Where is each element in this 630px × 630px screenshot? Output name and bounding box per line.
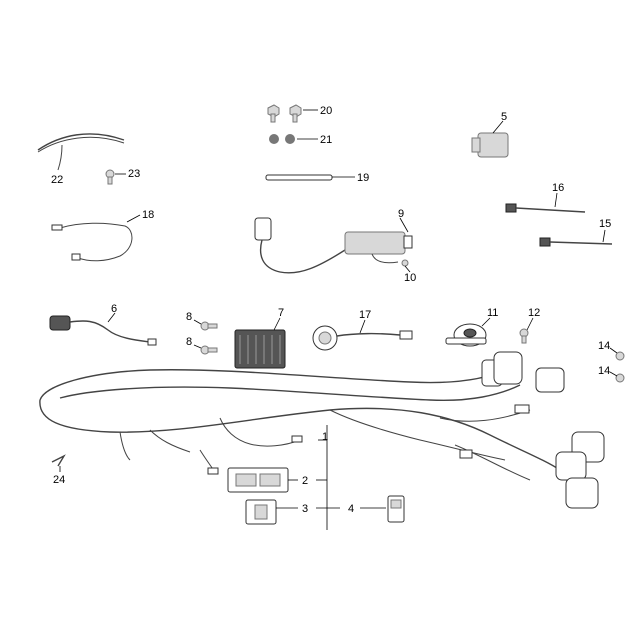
- part-23-screw: [105, 169, 126, 185]
- part-3-fuse: [245, 499, 340, 525]
- part-14-screws: [609, 347, 625, 383]
- callout-22: 22: [51, 174, 63, 186]
- part-8-screws: [193, 319, 218, 355]
- callout-21: 21: [320, 134, 332, 146]
- callout-18: 18: [142, 209, 154, 221]
- part-6-switch: [49, 312, 157, 346]
- callout-11: 11: [487, 307, 498, 319]
- part-15-cable-tie: [539, 229, 613, 247]
- callout-8-b: 8: [186, 336, 192, 348]
- callout-12: 12: [528, 307, 540, 319]
- callout-4: 4: [348, 503, 354, 515]
- callout-23: 23: [128, 168, 140, 180]
- part-20-bolts: [267, 104, 318, 123]
- part-17-sensor: [312, 319, 413, 351]
- part-22-cable: [37, 133, 125, 171]
- callout-5: 5: [501, 111, 507, 123]
- part-1-main-harness: [39, 351, 605, 530]
- callout-20: 20: [320, 105, 332, 117]
- callout-6: 6: [111, 303, 117, 315]
- callout-1: 1: [322, 431, 328, 443]
- part-4-flasher-relay: [360, 495, 405, 523]
- callout-19: 19: [357, 172, 369, 184]
- callout-14-b: 14: [598, 365, 610, 377]
- callout-16: 16: [552, 182, 564, 194]
- part-21-washers: [269, 134, 318, 144]
- part-11-horn: [445, 317, 491, 347]
- callout-24: 24: [53, 474, 65, 486]
- part-9-ignition-coil: [254, 217, 413, 274]
- part-7-regulator: [234, 317, 286, 369]
- part-2-fuse-box: [227, 467, 327, 493]
- callout-14-a: 14: [598, 340, 610, 352]
- part-18-sensor-wire: [51, 214, 141, 262]
- part-12-screw: [519, 317, 534, 344]
- callout-7: 7: [278, 307, 284, 319]
- part-24-clip: [51, 454, 66, 472]
- callout-15: 15: [599, 218, 611, 230]
- part-16-cable-tie: [505, 192, 586, 213]
- part-10-fastener: [401, 259, 411, 273]
- part-5-relay: [471, 120, 509, 158]
- callout-9: 9: [398, 208, 404, 220]
- callout-17: 17: [359, 309, 371, 321]
- callout-3: 3: [302, 503, 308, 515]
- callout-2: 2: [302, 475, 308, 487]
- callout-10: 10: [404, 272, 416, 284]
- callout-8-a: 8: [186, 311, 192, 323]
- part-19-sleeve: [265, 174, 355, 181]
